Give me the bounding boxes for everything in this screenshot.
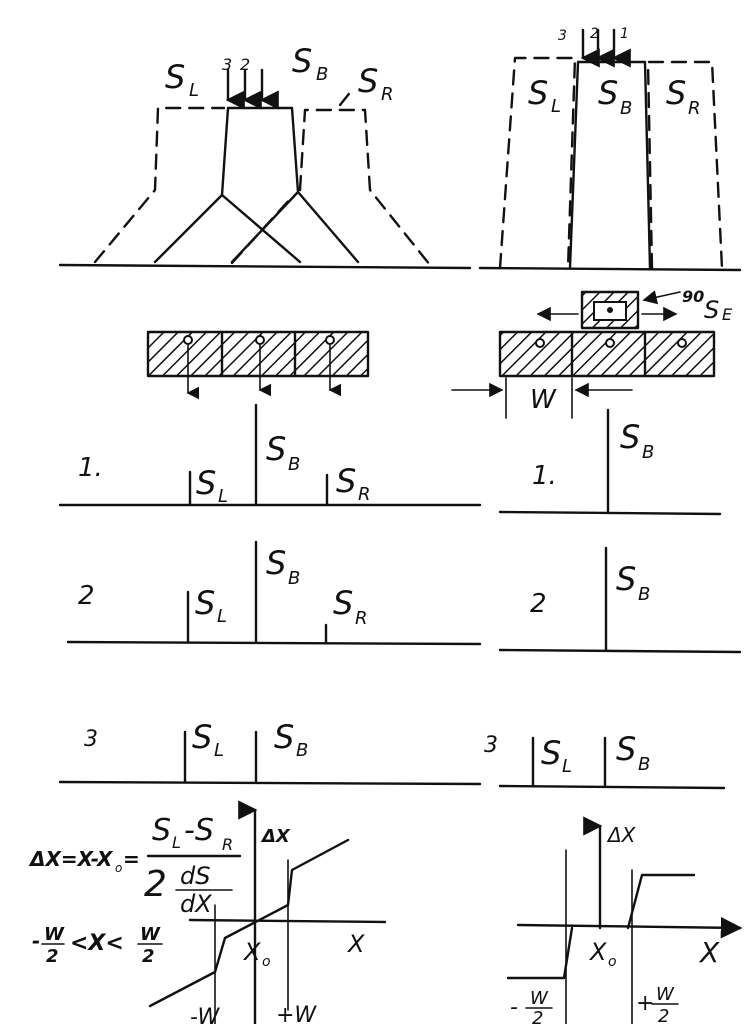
- row-1-label-left: 1.: [78, 453, 103, 483]
- sb-sub-top-right: B: [620, 98, 632, 119]
- plus-w-label: +W: [276, 1003, 317, 1024]
- sb-label-top-left: S: [292, 42, 312, 80]
- arrow-3-label-right: 3: [558, 28, 567, 44]
- right-beam-profile: [478, 28, 742, 272]
- range-minus: -: [32, 929, 40, 953]
- signal-row-3-right: [498, 736, 726, 790]
- row-1-sr-sub: R: [358, 484, 371, 505]
- minus-w-half-sign: -: [510, 995, 518, 1020]
- plus-w-half-two: 2: [658, 1006, 669, 1024]
- range-w-right: W: [140, 924, 161, 945]
- delta-x-axis-right: ΔX: [606, 823, 637, 847]
- row-3-label-right: 3: [484, 733, 498, 758]
- x-axis-label-right: X: [698, 936, 720, 969]
- arrow-2-label-right: 2: [590, 26, 599, 42]
- row-3-sb-sub-right: B: [638, 754, 650, 775]
- row-3-sl-sub-right: L: [562, 756, 572, 777]
- sl-sub-top-left: L: [189, 80, 199, 101]
- formula-den-dx: dX: [180, 890, 212, 918]
- angle-sub-s: S: [704, 296, 719, 324]
- sl-label-top-left: S: [165, 58, 185, 96]
- width-label: W: [530, 385, 557, 415]
- x0-label-left: X: [242, 938, 261, 966]
- row-2-sb: S: [266, 544, 286, 582]
- plus-w-half-w: W: [656, 984, 675, 1005]
- sr-sub-top-left: R: [381, 84, 394, 105]
- row-1-sr: S: [336, 462, 356, 500]
- left-detector-array: [146, 330, 370, 400]
- formula-lhs-sub: o: [115, 861, 122, 875]
- x0-sub-left: o: [262, 954, 271, 970]
- sr-sub-top-right: R: [688, 98, 701, 119]
- x0-label-right: X: [588, 938, 607, 966]
- row-2-sl: S: [195, 584, 215, 622]
- row-1-sb: S: [266, 430, 286, 468]
- row-2-sr: S: [333, 584, 353, 622]
- formula-den-ds: dS: [180, 862, 210, 890]
- row-2-sb-right: S: [616, 560, 636, 598]
- formula-lhs: ΔX=X-X: [28, 847, 114, 871]
- signal-row-1-right: [498, 408, 722, 516]
- row-2-sb-sub-right: B: [638, 584, 650, 605]
- row-3-sb-sub: B: [296, 740, 308, 761]
- x-axis-label-left: X: [346, 930, 365, 958]
- row-2-sl-sub: L: [217, 606, 227, 627]
- sr-label-top-right: S: [666, 74, 686, 112]
- range-middle: <X<: [70, 931, 124, 956]
- minus-w-half-w: W: [530, 988, 549, 1009]
- range-two-right: 2: [142, 946, 155, 967]
- signal-row-3-left: [58, 730, 482, 786]
- sb-label-top-right: S: [598, 74, 618, 112]
- arrow-3-label: 3: [222, 55, 232, 74]
- plus-w-half-sign: +: [636, 991, 654, 1016]
- row-3-sl-right: S: [541, 734, 561, 772]
- signal-row-2-right: [498, 546, 742, 654]
- delta-x-axis-left: ΔX: [260, 826, 291, 847]
- range-w-left: W: [44, 924, 65, 945]
- left-beam-profile: [58, 68, 472, 270]
- range-two-left: 2: [46, 946, 59, 967]
- arrow-2-label: 2: [240, 55, 250, 74]
- row-1-label-right: 1.: [532, 461, 557, 491]
- formula-num-minus: -S: [184, 813, 214, 848]
- row-3-sb-right: S: [616, 730, 636, 768]
- sl-sub-top-right: L: [551, 96, 561, 117]
- formula-num-l: L: [172, 833, 181, 852]
- row-1-sb-right: S: [620, 418, 640, 456]
- minus-w-half-two: 2: [532, 1008, 543, 1024]
- signal-row-1-left: [58, 403, 482, 507]
- response-graph-right: [506, 816, 743, 1024]
- row-2-sr-sub: R: [355, 608, 368, 629]
- row-3-sl: S: [192, 718, 212, 756]
- row-3-label-left: 3: [84, 727, 98, 752]
- row-3-sb: S: [274, 718, 294, 756]
- formula-equals: =: [123, 847, 140, 871]
- sb-sub-top-left: B: [316, 64, 328, 85]
- formula-num-s: S: [152, 813, 171, 848]
- x0-sub-right: o: [608, 954, 617, 970]
- range-condition: - W 2 <X< W 2: [32, 924, 163, 967]
- row-2-label-right: 2: [530, 589, 547, 619]
- angle-label: 90: [682, 287, 704, 306]
- arrow-1-label-right: 1: [620, 26, 629, 42]
- position-formula: ΔX=X-X o = S L -S R 2 dS dX: [28, 813, 242, 918]
- formula-num-r: R: [222, 835, 233, 854]
- row-2-sb-sub: B: [288, 568, 300, 589]
- minus-w-label: -W: [190, 1005, 221, 1024]
- formula-den-two: 2: [144, 864, 167, 905]
- sl-label-top-right: S: [528, 74, 548, 112]
- row-1-sb-sub-right: B: [642, 442, 654, 463]
- row-1-sb-sub: B: [288, 454, 300, 475]
- angle-sub-e: E: [722, 305, 733, 324]
- row-1-sl: S: [196, 464, 216, 502]
- row-1-sl-sub: L: [218, 486, 228, 507]
- row-3-sl-sub: L: [214, 740, 224, 761]
- right-detector-array: [451, 290, 716, 419]
- sr-label-top-left: S: [358, 62, 378, 100]
- response-graph-left: [148, 800, 387, 1024]
- row-2-label-left: 2: [78, 581, 95, 611]
- signal-row-2-left: [66, 540, 482, 646]
